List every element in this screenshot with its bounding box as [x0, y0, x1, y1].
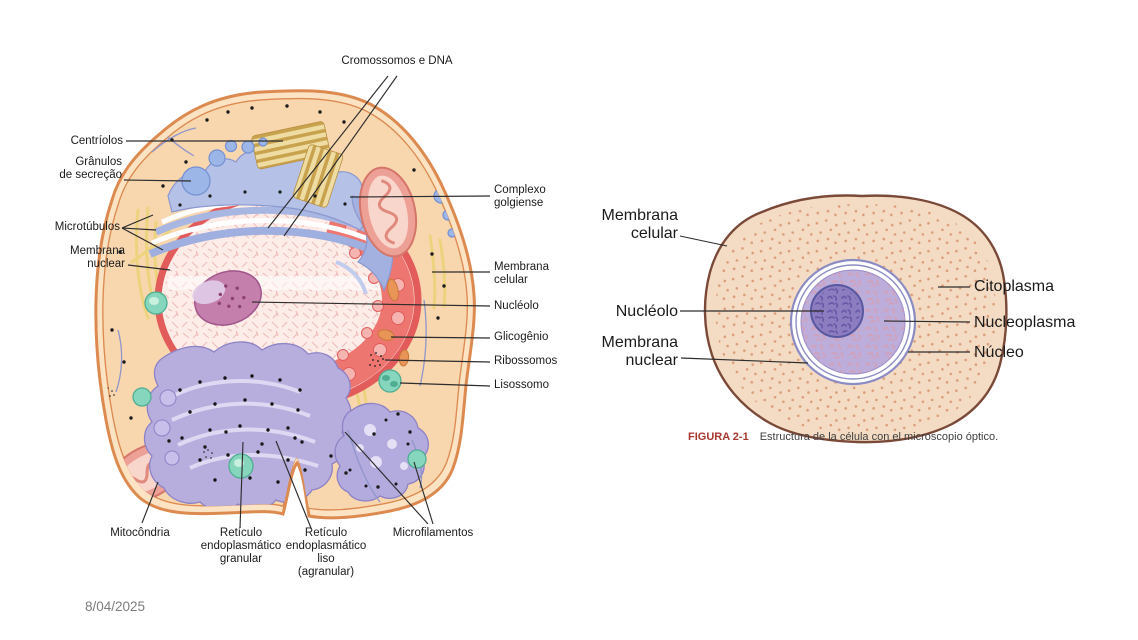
label-microfilamentos: Microfilamentos	[392, 527, 474, 539]
mitochondrion-top	[358, 166, 418, 258]
label-membrana-nuclear-right: Membrana nuclear	[601, 334, 678, 370]
simple-cell-figure	[679, 194, 1008, 444]
label-mitocondria: Mitocôndria	[110, 527, 170, 539]
figure-caption-text: Estructura de la célula con el microscop…	[759, 431, 999, 443]
smooth-er	[334, 402, 429, 502]
glycogen-granules	[377, 278, 410, 367]
label-nucleoplasma: Nucleoplasma	[974, 314, 1076, 331]
label-reticulo-liso: Retículo endoplasmático liso (agranular)	[285, 527, 367, 578]
figure-caption: FIGURA 2-1 Estructura de la célula con el…	[688, 431, 998, 443]
nucleolus	[192, 270, 262, 326]
label-cromossomos-dna: Cromossomos e DNA	[341, 55, 453, 67]
label-membrana-celular-right: Membrana celular	[601, 207, 678, 243]
label-nucleolo-left: Nucléolo	[494, 300, 539, 312]
label-nucleo: Núcleo	[974, 344, 1024, 361]
rough-er	[143, 341, 352, 511]
label-citoplasma: Citoplasma	[974, 278, 1055, 295]
label-centriolos: Centríolos	[70, 135, 123, 147]
label-nucleolo-right: Nucléolo	[615, 303, 678, 320]
label-complexo-golgiense: Complexo golgiense	[494, 184, 546, 209]
leader-lines-right	[679, 235, 971, 364]
slide-date: 8/04/2025	[85, 599, 146, 614]
figure-caption-number: FIGURA 2-1	[688, 431, 749, 443]
leader-lines-left	[121, 75, 491, 529]
label-membrana-celular-left: Membrana celular	[494, 261, 549, 286]
label-ribossomos: Ribossomos	[494, 355, 558, 367]
label-granulos-secrecao: Grânulos de secreção	[59, 156, 122, 181]
label-lisossomo: Lisossomo	[494, 379, 549, 391]
label-reticulo-granular: Retículo endoplasmático granular	[200, 527, 282, 565]
label-microtubulos: Microtúbulos	[54, 221, 120, 233]
lysosomes	[132, 291, 427, 479]
simple-cell-nucleus	[789, 258, 917, 386]
label-membrana-nuclear-left: Membrana nuclear	[70, 245, 125, 270]
label-glicogenio: Glicogênio	[494, 331, 549, 343]
centrioles	[251, 121, 344, 208]
animal-cell-figure	[94, 75, 491, 529]
